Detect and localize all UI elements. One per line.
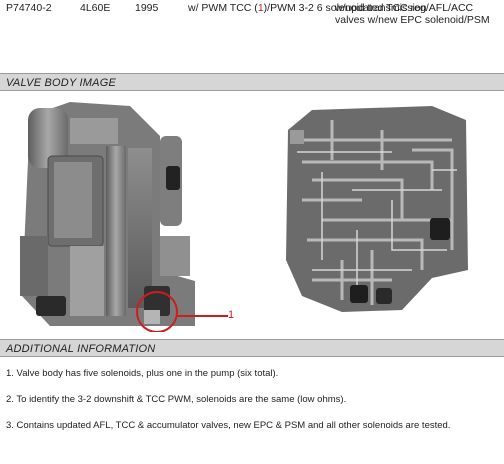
valve-body-photo-top	[282, 100, 474, 320]
callout-number: 1	[228, 309, 235, 321]
part-info-row: P74740-2 4L60E 1995 w/ PWM TCC (1)/PWM 3…	[0, 2, 504, 32]
info-item-1: 1. Valve body has five solenoids, plus o…	[6, 368, 279, 379]
callout-leader-line	[222, 315, 228, 317]
part-number: P74740-2	[6, 2, 52, 14]
info-item-3: 3. Contains updated AFL, TCC & accumulat…	[6, 420, 451, 431]
part-notes: w/updated TCC reg/AFL/ACC valves w/new E…	[335, 2, 490, 26]
callout-reference: 1	[257, 2, 264, 14]
section-valve-body-image: VALVE BODY IMAGE	[0, 73, 504, 91]
section-additional-information: ADDITIONAL INFORMATION	[0, 339, 504, 357]
valve-body-photo-side	[10, 96, 222, 333]
model-year: 1995	[135, 2, 159, 14]
part-description: w/ PWM TCC (1)/PWM 3-2 6 solenoid transm…	[188, 2, 427, 14]
transmission-model: 4L60E	[80, 2, 111, 14]
info-item-2: 2. To identify the 3-2 downshift & TCC P…	[6, 394, 347, 405]
